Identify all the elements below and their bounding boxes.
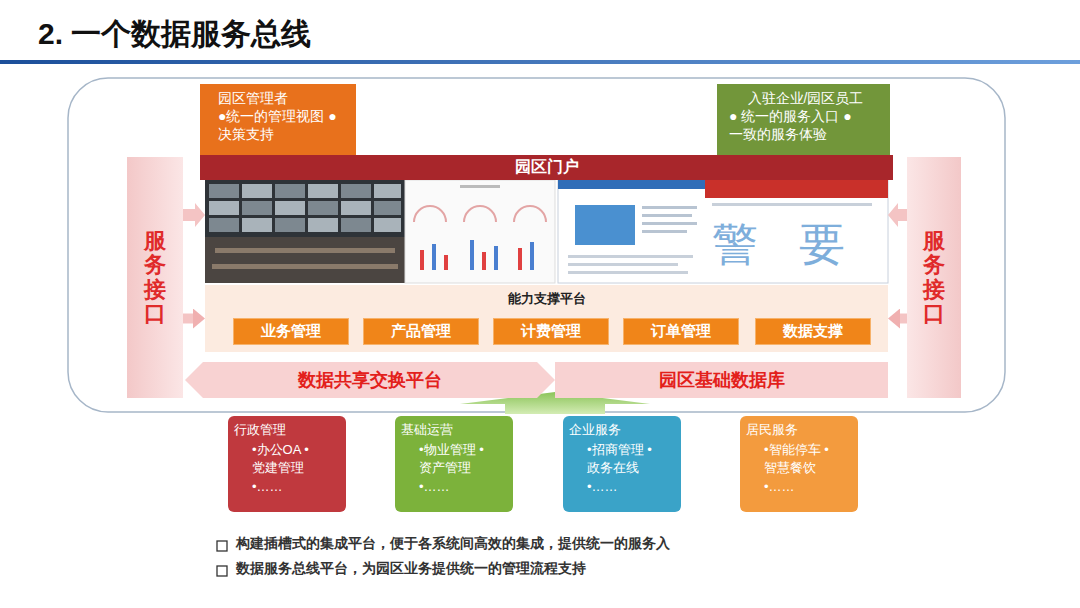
system-box: 行政管理 •办公OA •党建管理 •…… bbox=[228, 416, 346, 512]
control-room-picture bbox=[205, 180, 405, 283]
system-box: 基础运营 •物业管理 •资产管理 •…… bbox=[395, 416, 513, 512]
node-heading: 能力支撑平台 bbox=[205, 290, 888, 308]
node-text: •物业管理 •资产管理 •…… bbox=[419, 441, 503, 496]
diagram-title: 2. 一个数据服务总线 bbox=[38, 14, 311, 55]
node-text: •办公OA •党建管理 •…… bbox=[252, 441, 336, 496]
interface-band: 服务接口 bbox=[127, 157, 183, 398]
arrow-shape-fill bbox=[185, 362, 555, 398]
node-heading: 居民服务 bbox=[746, 421, 852, 439]
node-heading: 企业服务 bbox=[569, 421, 675, 439]
interface-arrow bbox=[183, 314, 197, 324]
node-heading: 服务接口 bbox=[144, 229, 166, 326]
note-text: 数据服务总线平台，为园区业务提供统一的管理流程支持 bbox=[236, 560, 586, 578]
exchange-arrow: 数据共享交换平台 bbox=[185, 362, 555, 398]
module-button: 业务管理 bbox=[233, 318, 349, 345]
portal-band: 园区门户 bbox=[200, 155, 893, 180]
node-heading: 产品管理 bbox=[391, 322, 451, 341]
side-arrow bbox=[183, 203, 205, 227]
node-text: ●统一的管理视图 ●决策支持 bbox=[218, 107, 346, 143]
checkbox-symbol bbox=[217, 566, 227, 576]
node-heading: 订单管理 bbox=[651, 322, 711, 341]
node-text: ● 统一的服务入口 ●一致的服务体验 bbox=[729, 107, 882, 143]
node-heading: 入驻企业/园区员工 bbox=[729, 89, 882, 107]
bus-outline bbox=[68, 78, 1005, 412]
module-button: 产品管理 bbox=[363, 318, 479, 345]
note-text: 构建插槽式的集成平台，便于各系统间高效的集成，提供统一的服务入 bbox=[236, 535, 670, 553]
node-heading: 数据支撑 bbox=[783, 322, 843, 341]
system-box: 企业服务 •招商管理 •政务在线 •…… bbox=[563, 416, 681, 512]
node-heading: 数据共享交换平台 bbox=[298, 368, 442, 392]
node-text: •智能停车 •智慧餐饮 •…… bbox=[764, 441, 848, 496]
side-arrow bbox=[888, 203, 907, 227]
module-button: 计费管理 bbox=[493, 318, 609, 345]
role-box: 入驻企业/园区员工● 统一的服务入口 ●一致的服务体验 bbox=[717, 84, 890, 155]
checkbox-symbol bbox=[217, 541, 227, 551]
platform-panel: 能力支撑平台业务管理 产品管理 计费管理 订单管理 数据支撑 bbox=[205, 285, 888, 352]
interface-band: 服务接口 bbox=[907, 157, 961, 398]
node-heading: 园区门户 bbox=[515, 157, 579, 178]
database-band: 园区基础数据库 bbox=[555, 362, 888, 398]
node-heading: 园区管理者 bbox=[218, 89, 346, 107]
system-box: 居民服务 •智能停车 •智慧餐饮 •…… bbox=[740, 416, 858, 512]
node-heading: 行政管理 bbox=[234, 421, 340, 439]
dashboard-picture bbox=[405, 180, 555, 283]
node-text: •招商管理 •政务在线 •…… bbox=[587, 441, 671, 496]
interface-arrow bbox=[896, 314, 907, 324]
role-box: 园区管理者●统一的管理视图 ●决策支持 bbox=[200, 84, 356, 155]
watermark-text: 警 要 bbox=[712, 214, 859, 276]
node-heading: 计费管理 bbox=[521, 322, 581, 341]
node-heading: 服务接口 bbox=[923, 229, 945, 326]
module-button: 订单管理 bbox=[623, 318, 739, 345]
website-picture bbox=[558, 180, 888, 283]
node-heading: 业务管理 bbox=[261, 322, 321, 341]
node-heading: 基础运营 bbox=[401, 421, 507, 439]
title-rule bbox=[0, 60, 1080, 64]
node-heading: 园区基础数据库 bbox=[659, 368, 785, 392]
module-button: 数据支撑 bbox=[755, 318, 871, 345]
